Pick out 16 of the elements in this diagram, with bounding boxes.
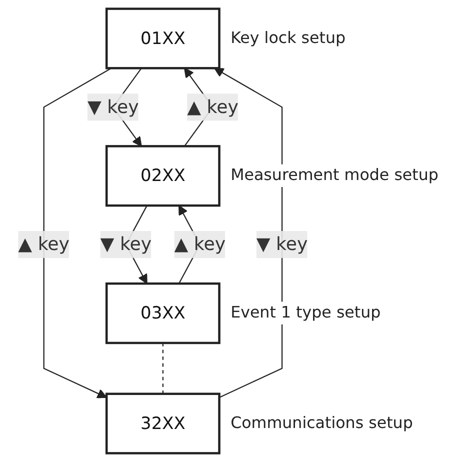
- edge-label: ▼ key: [256, 233, 308, 255]
- node-box: 03XX: [105, 282, 220, 344]
- edge-label: ▲ key: [18, 233, 70, 255]
- edge-label: ▲ key: [174, 233, 226, 255]
- setup-caption: Key lock setup: [230, 28, 346, 47]
- node-box: 01XX: [105, 8, 220, 70]
- connector: [162, 342, 164, 394]
- arrow: [43, 68, 112, 398]
- setup-caption: Event 1 type setup: [230, 302, 381, 322]
- edge-label: ▼ key: [87, 96, 139, 118]
- node-box: 02XX: [105, 145, 220, 207]
- node-box: 32XX: [105, 392, 220, 454]
- edge-label: ▼ key: [100, 233, 152, 255]
- setup-caption: Communications setup: [230, 412, 413, 432]
- setup-caption: Measurement mode setup: [230, 165, 438, 184]
- edge-label: ▲ key: [187, 96, 238, 118]
